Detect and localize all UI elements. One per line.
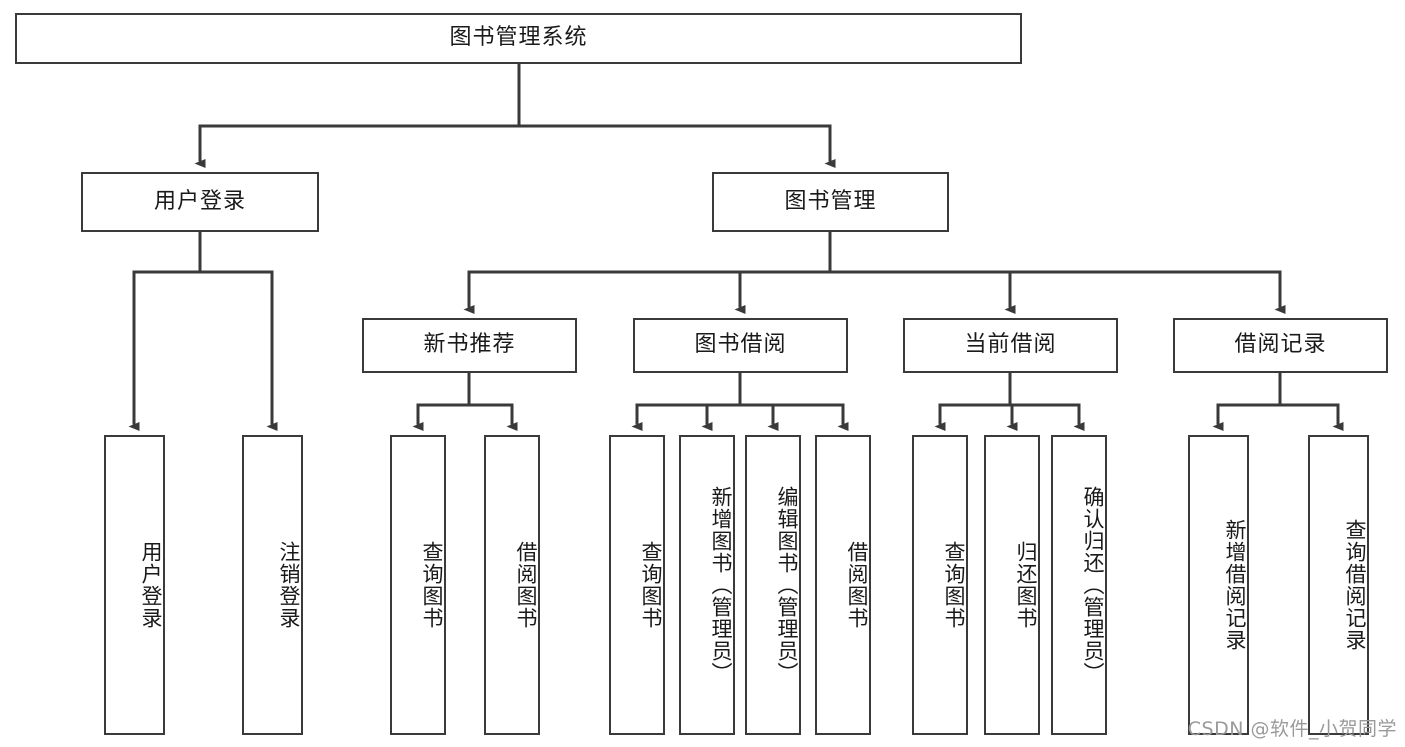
node-root-label: 图书管理系统 bbox=[449, 25, 588, 51]
node-leaf-add-borrow-record-label: 新增借阅记录 bbox=[1223, 519, 1247, 651]
node-leaf-borrow-book-1-label: 借阅图书 bbox=[514, 541, 538, 629]
node-leaf-query-book-3-label: 查询图书 bbox=[942, 541, 966, 629]
node-leaf-edit-book-label: 编辑图书（管理员） bbox=[775, 486, 799, 684]
node-leaf-logout-login-label: 注销登录 bbox=[277, 541, 301, 629]
node-leaf-logout-login[interactable]: 注销登录 bbox=[242, 435, 303, 735]
node-leaf-user-login[interactable]: 用户登录 bbox=[104, 435, 165, 735]
node-current-borrow[interactable]: 当前借阅 bbox=[903, 318, 1118, 373]
node-borrow-record[interactable]: 借阅记录 bbox=[1173, 318, 1388, 373]
node-leaf-add-book[interactable]: 新增图书（管理员） bbox=[679, 435, 735, 735]
node-leaf-add-book-label: 新增图书（管理员） bbox=[709, 486, 733, 684]
node-leaf-query-borrow-record[interactable]: 查询借阅记录 bbox=[1308, 435, 1369, 735]
node-leaf-query-book-3[interactable]: 查询图书 bbox=[912, 435, 968, 735]
node-leaf-add-borrow-record[interactable]: 新增借阅记录 bbox=[1188, 435, 1249, 735]
node-borrow-record-label: 借阅记录 bbox=[1234, 332, 1327, 358]
node-book-manage[interactable]: 图书管理 bbox=[712, 172, 949, 232]
node-leaf-borrow-book-2-label: 借阅图书 bbox=[845, 541, 869, 629]
node-book-borrow-label: 图书借阅 bbox=[694, 332, 787, 358]
node-root[interactable]: 图书管理系统 bbox=[15, 13, 1022, 64]
node-user-login-label: 用户登录 bbox=[153, 188, 246, 214]
node-book-borrow[interactable]: 图书借阅 bbox=[633, 318, 848, 373]
node-leaf-return-book-label: 归还图书 bbox=[1014, 541, 1038, 629]
node-user-login[interactable]: 用户登录 bbox=[81, 172, 319, 232]
node-leaf-return-book[interactable]: 归还图书 bbox=[984, 435, 1040, 735]
csdn-watermark: CSDN @软件_小贺同学 bbox=[1187, 718, 1397, 740]
node-leaf-query-book-2[interactable]: 查询图书 bbox=[609, 435, 665, 735]
node-book-manage-label: 图书管理 bbox=[784, 188, 877, 214]
node-leaf-edit-book[interactable]: 编辑图书（管理员） bbox=[745, 435, 801, 735]
node-leaf-borrow-book-1[interactable]: 借阅图书 bbox=[484, 435, 540, 735]
node-leaf-confirm-return[interactable]: 确认归还（管理员） bbox=[1051, 435, 1107, 735]
node-leaf-query-borrow-record-label: 查询借阅记录 bbox=[1343, 519, 1367, 651]
node-leaf-user-login-label: 用户登录 bbox=[139, 541, 163, 629]
node-leaf-borrow-book-2[interactable]: 借阅图书 bbox=[815, 435, 871, 735]
node-leaf-query-book-1[interactable]: 查询图书 bbox=[390, 435, 446, 735]
node-leaf-query-book-1-label: 查询图书 bbox=[420, 541, 444, 629]
node-current-borrow-label: 当前借阅 bbox=[964, 332, 1057, 358]
node-leaf-query-book-2-label: 查询图书 bbox=[639, 541, 663, 629]
node-new-book-rec[interactable]: 新书推荐 bbox=[362, 318, 577, 373]
node-new-book-rec-label: 新书推荐 bbox=[423, 332, 516, 358]
node-leaf-confirm-return-label: 确认归还（管理员） bbox=[1081, 486, 1105, 684]
